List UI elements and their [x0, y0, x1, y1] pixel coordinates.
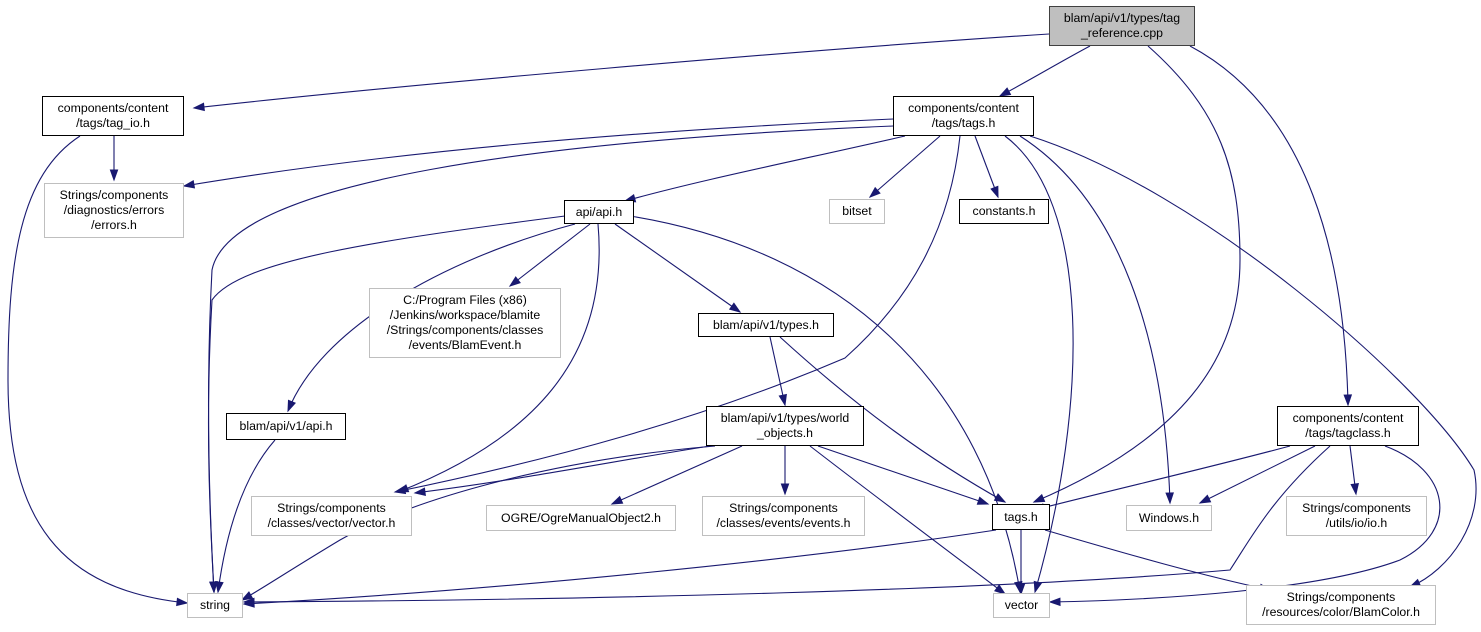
edge-tagclass-to-string [243, 445, 1331, 603]
edge-tags-to-errors [183, 118, 894, 187]
arrowhead [993, 493, 1007, 503]
edge-world-to-vector-vector [414, 445, 711, 494]
arrowhead [1165, 492, 1174, 505]
edge-tagclass-to-tags-h [1033, 445, 1291, 511]
node-blam-event-h[interactable]: C:/Program Files (x86) /Jenkins/workspac… [369, 288, 561, 358]
arrowhead [610, 495, 624, 505]
node-tags-tags-h[interactable]: components/content /tags/tags.h [893, 96, 1034, 136]
node-world-objects-h[interactable]: blam/api/v1/types/world _objects.h [706, 406, 864, 446]
edge-tagclass-to-vector [1049, 445, 1441, 603]
edge-tags-to-api [624, 135, 906, 202]
arrowhead [994, 584, 1007, 595]
arrowhead [176, 597, 189, 607]
edge-world-to-tags-h [817, 445, 989, 505]
edge-tagio-to-string [7, 135, 188, 604]
node-constants-h[interactable]: constants.h [959, 199, 1049, 224]
edge-tags-to-vector [1004, 135, 1074, 593]
arrowhead [1048, 597, 1061, 607]
arrowhead [182, 180, 196, 189]
edge-ref-to-tagclass [1189, 45, 1349, 406]
node-tag-reference-cpp[interactable]: blam/api/v1/types/tag _reference.cpp [1049, 6, 1195, 46]
arrowhead [990, 185, 999, 199]
node-string[interactable]: string [187, 593, 243, 618]
edge-ref-to-tags [999, 45, 1091, 97]
arrowhead [868, 186, 881, 198]
edge-tags-to-bitset [869, 135, 941, 198]
edge-api-to-types [614, 223, 741, 313]
arrowhead [215, 581, 224, 594]
edge-ref-to-tag-io [193, 33, 1050, 109]
edge-tags-to-blamcolor [1029, 135, 1477, 588]
edge-world-to-vector [809, 445, 1006, 595]
node-types-h[interactable]: blam/api/v1/types.h [698, 313, 834, 337]
edge-tagsh-to-string [243, 529, 997, 605]
edge-types-to-tags-h [779, 336, 1006, 503]
edge-tags-to-vector-vector [394, 135, 961, 493]
node-vector[interactable]: vector [993, 593, 1050, 618]
arrowhead [1198, 494, 1212, 504]
arrowhead [728, 302, 742, 313]
node-bitset[interactable]: bitset [829, 199, 885, 224]
edge-ref-to-tags-h [1033, 45, 1241, 503]
arrowhead [396, 484, 410, 493]
edge-tagsh-to-blamcolor [1044, 529, 1271, 591]
edge-api-to-vector-vector [397, 223, 600, 493]
arrowhead [778, 393, 787, 407]
arrowhead [109, 169, 119, 182]
edge-world-to-ogre [611, 445, 743, 505]
arrowhead [1033, 580, 1043, 594]
node-vector-vector-h[interactable]: Strings/components /classes/vector/vecto… [251, 496, 412, 536]
node-errors-h[interactable]: Strings/components /diagnostics/errors /… [44, 183, 184, 238]
node-tag-io-h[interactable]: components/content /tags/tag_io.h [42, 96, 184, 136]
arrowhead [508, 276, 521, 287]
node-events-events-h[interactable]: Strings/components /classes/events/event… [702, 496, 865, 536]
node-api-api-h[interactable]: api/api.h [564, 200, 634, 224]
arrowhead [976, 496, 990, 505]
node-tagclass-h[interactable]: components/content /tags/tagclass.h [1277, 406, 1419, 446]
arrowhead [1032, 493, 1046, 503]
arrowhead [780, 483, 790, 496]
edge-types-to-world [769, 336, 786, 406]
node-blam-color-h[interactable]: Strings/components /resources/color/Blam… [1246, 585, 1436, 625]
arrowhead [998, 87, 1012, 97]
node-windows-h[interactable]: Windows.h [1126, 505, 1212, 531]
edge-tags-to-constants [974, 135, 999, 198]
arrowhead [413, 487, 426, 496]
arrowhead [240, 591, 254, 601]
edge-api-to-blamevent [509, 223, 591, 287]
arrowhead [287, 399, 296, 413]
arrowhead [1343, 394, 1353, 407]
edge-tags-to-windows [1019, 135, 1171, 504]
edge-v1api-to-string [217, 439, 276, 593]
arrowhead [192, 102, 205, 112]
node-tags-h[interactable]: tags.h [992, 504, 1050, 530]
node-ogre-manual-object2-h[interactable]: OGRE/OgreManualObject2.h [486, 505, 676, 531]
edge-tagclass-to-windows [1199, 445, 1316, 504]
arrowhead [209, 581, 218, 594]
edge-api-to-string [207, 215, 566, 593]
arrowhead [1016, 583, 1026, 596]
arrowhead [242, 599, 255, 608]
arrowhead [1350, 483, 1359, 496]
node-io-io-h[interactable]: Strings/components /utils/io/io.h [1286, 496, 1427, 536]
node-blam-api-v1-api-h[interactable]: blam/api/v1/api.h [226, 413, 346, 440]
